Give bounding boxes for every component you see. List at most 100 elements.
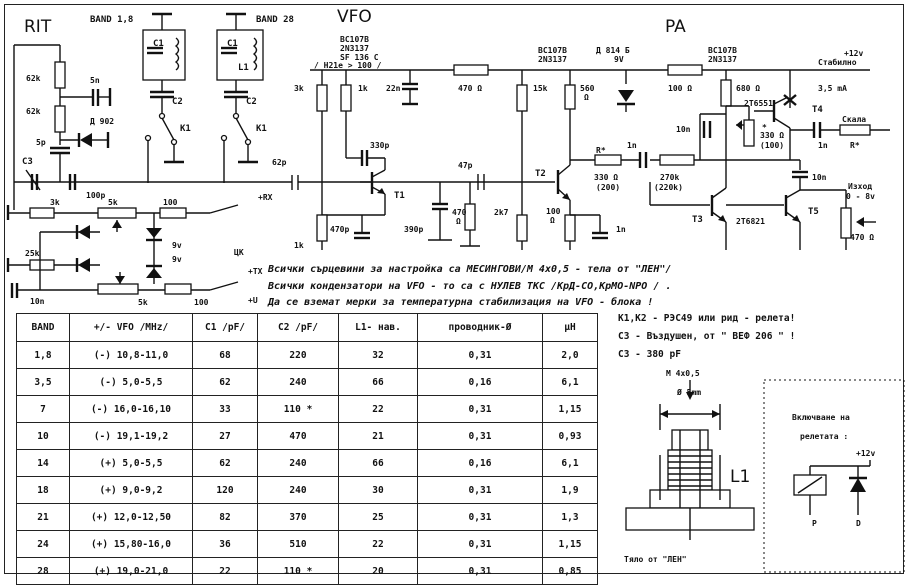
notes: Всички сърцевини за настройка са МЕСИНГО… [268,262,908,312]
r62k-a: 62k [26,74,41,83]
band-b-label: BAND 28 [256,15,294,25]
cell-uh: 1,3 [542,503,598,531]
coil-drawing [625,380,755,540]
r560: 560 [580,84,595,93]
tx-label: +TX [248,267,263,276]
cell-vfo: (+) 12,0-12,50 [69,503,193,531]
cell-c2: 110 * [257,557,339,585]
c2-label: C2 [172,97,183,107]
vfo-stage [291,64,870,250]
band-table: BAND +/- VFO /MHz/ C1 /pF/ C2 /pF/ L1- н… [16,313,598,585]
cell-vfo: (-) 10,8-11,0 [69,341,193,369]
side-note-c3: C3 - Въздушен, от " ВЕФ 206 " ! [618,331,796,342]
cell-c2: 240 [257,368,339,396]
cell-turns: 66 [338,449,418,477]
cell-uh: 6,1 [542,368,598,396]
r470-d: 470 Ω [850,233,874,242]
relay-diagram [793,460,871,515]
c5p: 5p [36,138,46,147]
r1k-b: 1k [294,241,304,250]
supply-note: Стабилно [818,57,857,67]
note-line: Всички сърцевини за настройка са МЕСИНГО… [268,264,672,275]
cell-c2: 470 [257,422,339,450]
t2-t-2: 2N3137 [538,55,567,64]
cell-c2: 110 * [257,395,339,423]
cell-band: 21 [16,503,70,531]
table-header-row: BAND +/- VFO /MHz/ C1 /pF/ C2 /pF/ L1- н… [16,313,598,342]
coil-diameter: Ø 5mm [676,387,701,397]
tank-band-28 [216,12,264,183]
cell-band: 18 [16,476,70,504]
relay-title-1: Включване на [792,413,850,422]
cell-c1: 68 [192,341,258,369]
c1b-label: C1 [227,39,238,49]
output-label: Изход [848,182,872,191]
c10n-c: 10n [812,173,827,182]
relay-supply: +12v [856,449,875,458]
cell-wire: 0,16 [417,368,543,396]
pa-t-1: BC107B [708,46,737,55]
cell-band: 28 [16,557,70,585]
cell-turns: 22 [338,530,418,558]
rit-title: RIT [24,17,52,37]
cell-turns: 30 [338,476,418,504]
v9a: 9v [172,241,182,250]
r1k-a: 1k [358,84,368,93]
cell-c2: 510 [257,530,339,558]
rit-pots [6,204,239,298]
cell-band: 10 [16,422,70,450]
r100-d: 100 Ω [668,84,692,93]
cell-vfo: (+) 5,0-5,5 [69,449,193,477]
c3-label: C3 [22,157,33,167]
rx-label: +RX [258,193,273,202]
d902: Д 902 [90,117,114,126]
r470-c: Ω [456,217,461,226]
cell-turns: 66 [338,368,418,396]
rstar-label: R* [596,146,606,155]
t5-label: T5 [808,207,819,217]
cell-c1: 27 [192,422,258,450]
cell-wire: 0,31 [417,341,543,369]
vfo-t-2: 2N3137 [340,44,369,53]
r680: 680 Ω [736,84,760,93]
r330-a2: (200) [596,183,620,192]
r100-a: 100 [163,198,178,207]
header-uh: µH [542,313,598,342]
cell-c1: 33 [192,395,258,423]
cell-wire: 0,16 [417,449,543,477]
cell-uh: 6,1 [542,449,598,477]
r5k-a: 5k [108,198,118,207]
vfo-t-4: / H21e > 100 / [314,61,382,70]
r470-a: 470 Ω [458,84,482,93]
header-wire: проводник-Ø [417,313,543,342]
r100-b: 100 [194,298,209,307]
current-label: 3,5 mA [818,84,847,93]
c390p: 390p [404,225,423,234]
pa-t-2: 2N3137 [708,55,737,64]
cell-c1: 36 [192,530,258,558]
c100p: 100p [86,191,105,200]
cell-c2: 220 [257,341,339,369]
cell-turns: 20 [338,557,418,585]
r270k2: (220k) [654,183,683,192]
t4-label: T4 [812,105,823,115]
vfo-t-1: BC107B [340,35,369,44]
cell-vfo: (+) 15,80-16,0 [69,530,193,558]
cell-c1: 62 [192,368,258,396]
supply-label: +12v [844,49,863,58]
cell-uh: 1,15 [542,530,598,558]
t1-label: T1 [394,191,405,201]
q6551: 2T6551 [744,99,773,108]
cell-turns: 32 [338,341,418,369]
cell-c1: 22 [192,557,258,585]
r330-a: 330 Ω [594,173,618,182]
